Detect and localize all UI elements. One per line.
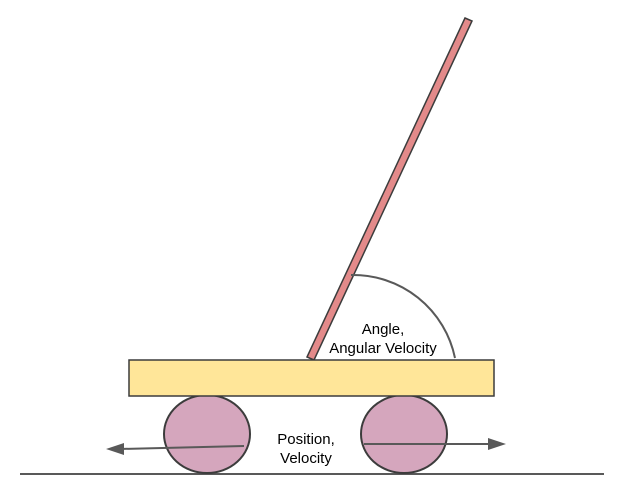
position-velocity-arrow	[106, 438, 506, 455]
position-label-line1: Position,	[277, 431, 335, 448]
arrow-shaft-left	[119, 445, 245, 450]
pole	[305, 17, 474, 361]
position-label-line2: Velocity	[280, 450, 332, 467]
arrow-head-left	[106, 443, 124, 455]
cart-body	[128, 359, 495, 397]
right-wheel	[360, 394, 448, 474]
angle-label: Angle, Angular Velocity	[318, 320, 448, 358]
left-wheel	[163, 394, 251, 474]
angle-arc	[350, 273, 456, 359]
angle-label-line2: Angular Velocity	[329, 340, 437, 357]
arrow-head-right	[488, 438, 506, 450]
angle-label-line1: Angle,	[361, 321, 405, 338]
position-label: Position, Velocity	[254, 430, 358, 468]
